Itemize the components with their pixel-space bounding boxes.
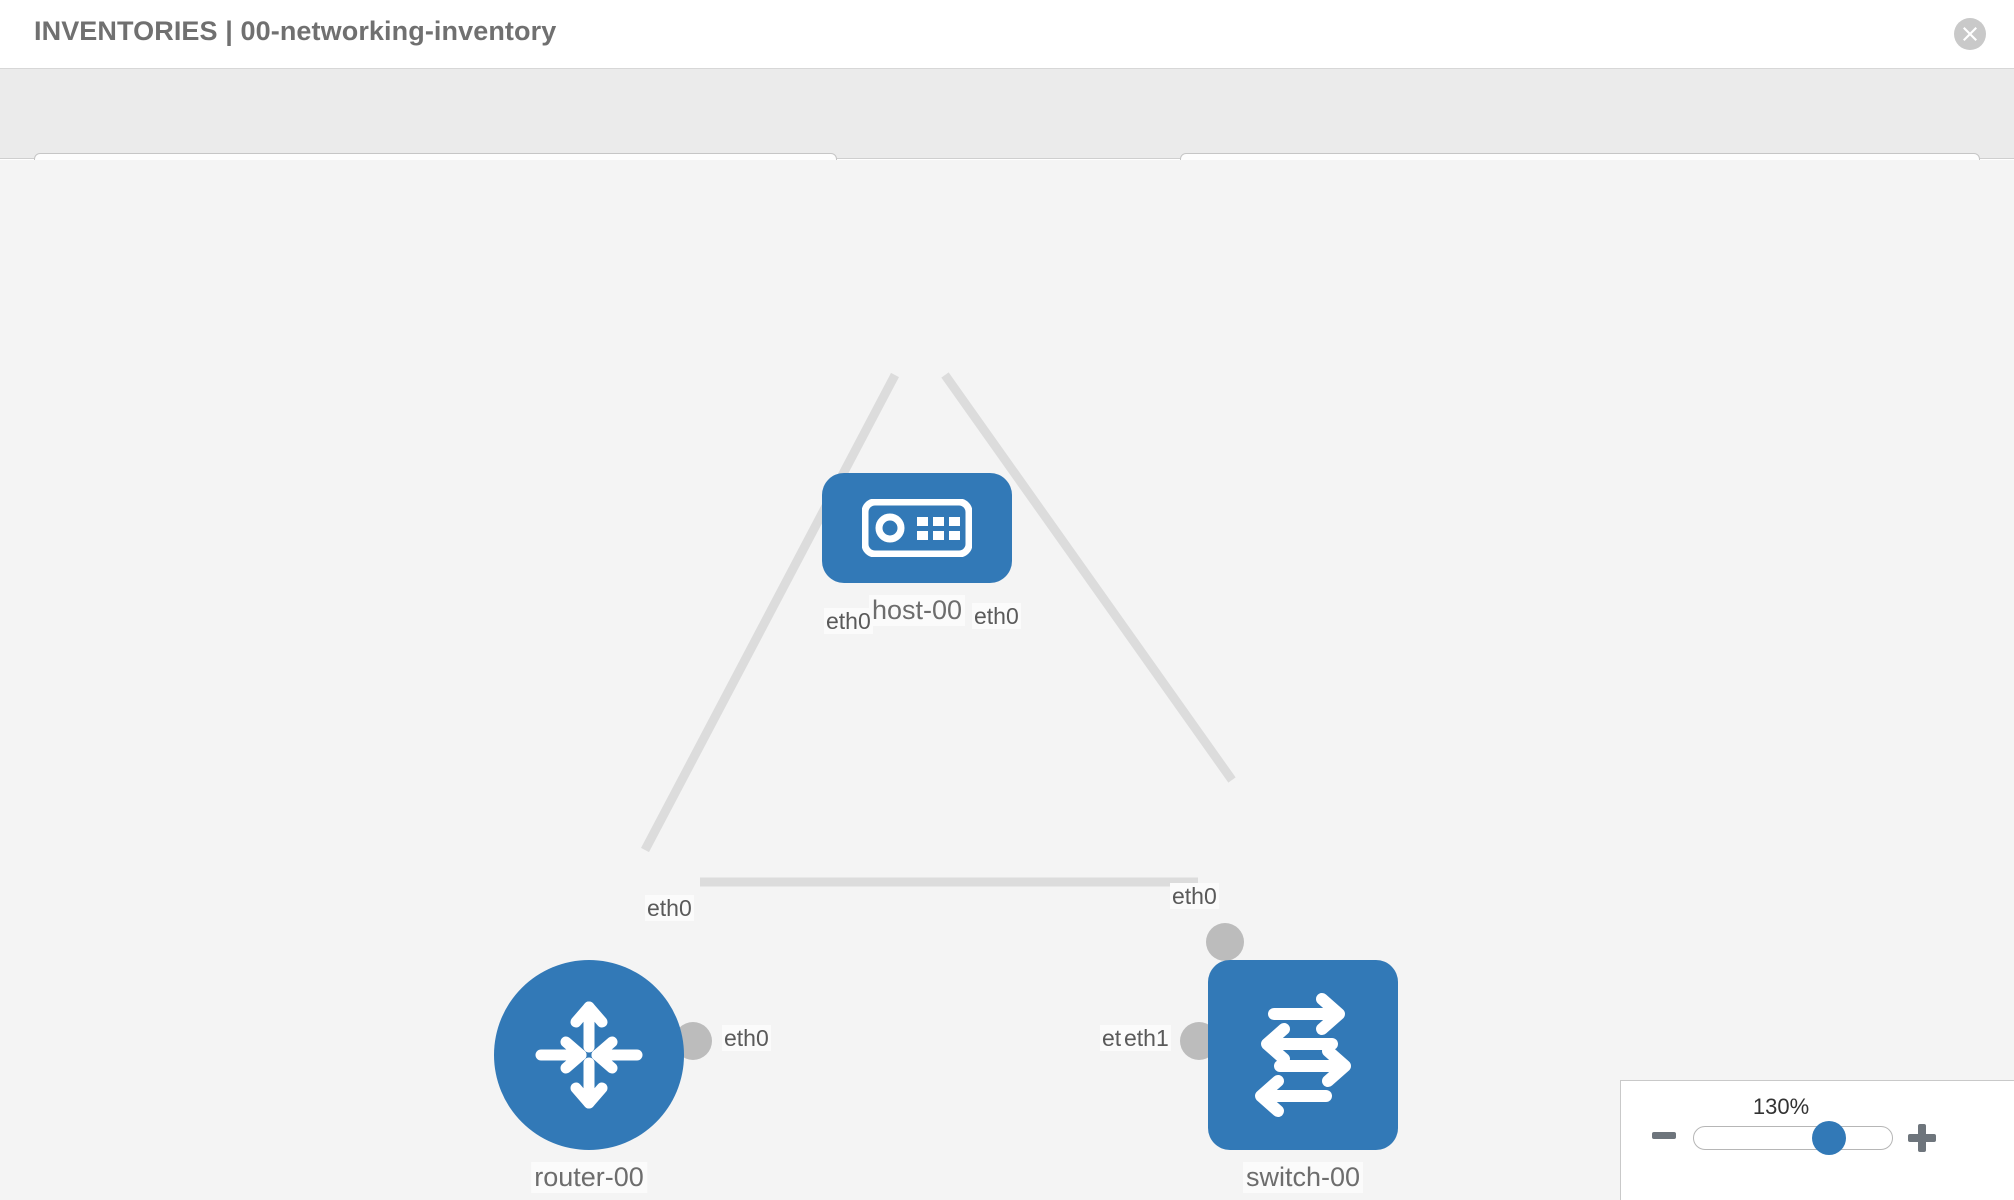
node-router-00[interactable]: router-00 <box>494 960 684 1200</box>
zoom-slider-track[interactable] <box>1693 1121 1893 1155</box>
iface-label-switch00-eth1: eth1 <box>1122 1025 1171 1052</box>
minus-icon[interactable] <box>1651 1123 1677 1149</box>
link-host00-router00 <box>641 372 899 853</box>
node-host-00[interactable]: host-00 <box>822 473 1012 713</box>
page-title: INVENTORIES | 00-networking-inventory <box>34 16 557 46</box>
link-host00-switch00 <box>941 372 1236 783</box>
router-arrows-icon <box>535 1001 643 1109</box>
plus-icon[interactable] <box>1907 1123 1937 1153</box>
node-host-00-label: host-00 <box>868 595 966 626</box>
topology-links <box>641 372 1236 887</box>
close-icon[interactable] <box>1954 18 1986 50</box>
iface-label-host00-right: eth0 <box>972 603 1021 630</box>
zoom-level-value: 130% <box>1752 1094 1810 1119</box>
page-header: INVENTORIES | 00-networking-inventory <box>0 0 2014 69</box>
node-router-00-shape[interactable] <box>494 960 684 1150</box>
node-switch-00-shape[interactable] <box>1208 960 1398 1150</box>
topology-canvas[interactable]: host-00 <box>0 160 2014 1200</box>
zoom-control-panel: 130% <box>1620 1080 2014 1200</box>
zoom-slider-thumb[interactable] <box>1811 1121 1846 1155</box>
iface-label-router00-eth0: eth0 <box>722 1025 771 1052</box>
node-host-00-shape[interactable] <box>822 473 1012 583</box>
switch-arrows-icon <box>1255 993 1351 1117</box>
endpoint-switch00-eth0 <box>1206 923 1244 961</box>
iface-label-switch00-up: eth0 <box>1170 883 1219 910</box>
node-router-00-label: router-00 <box>531 1162 647 1193</box>
toolbar: ACTIONS SEARCH <box>0 69 2014 209</box>
node-switch-00-label: switch-00 <box>1242 1162 1364 1193</box>
server-icon <box>862 499 972 557</box>
iface-label-router00-up: eth0 <box>645 895 694 922</box>
node-switch-00[interactable]: switch-00 <box>1208 960 1398 1200</box>
iface-label-host00-left: eth0 <box>824 608 873 635</box>
